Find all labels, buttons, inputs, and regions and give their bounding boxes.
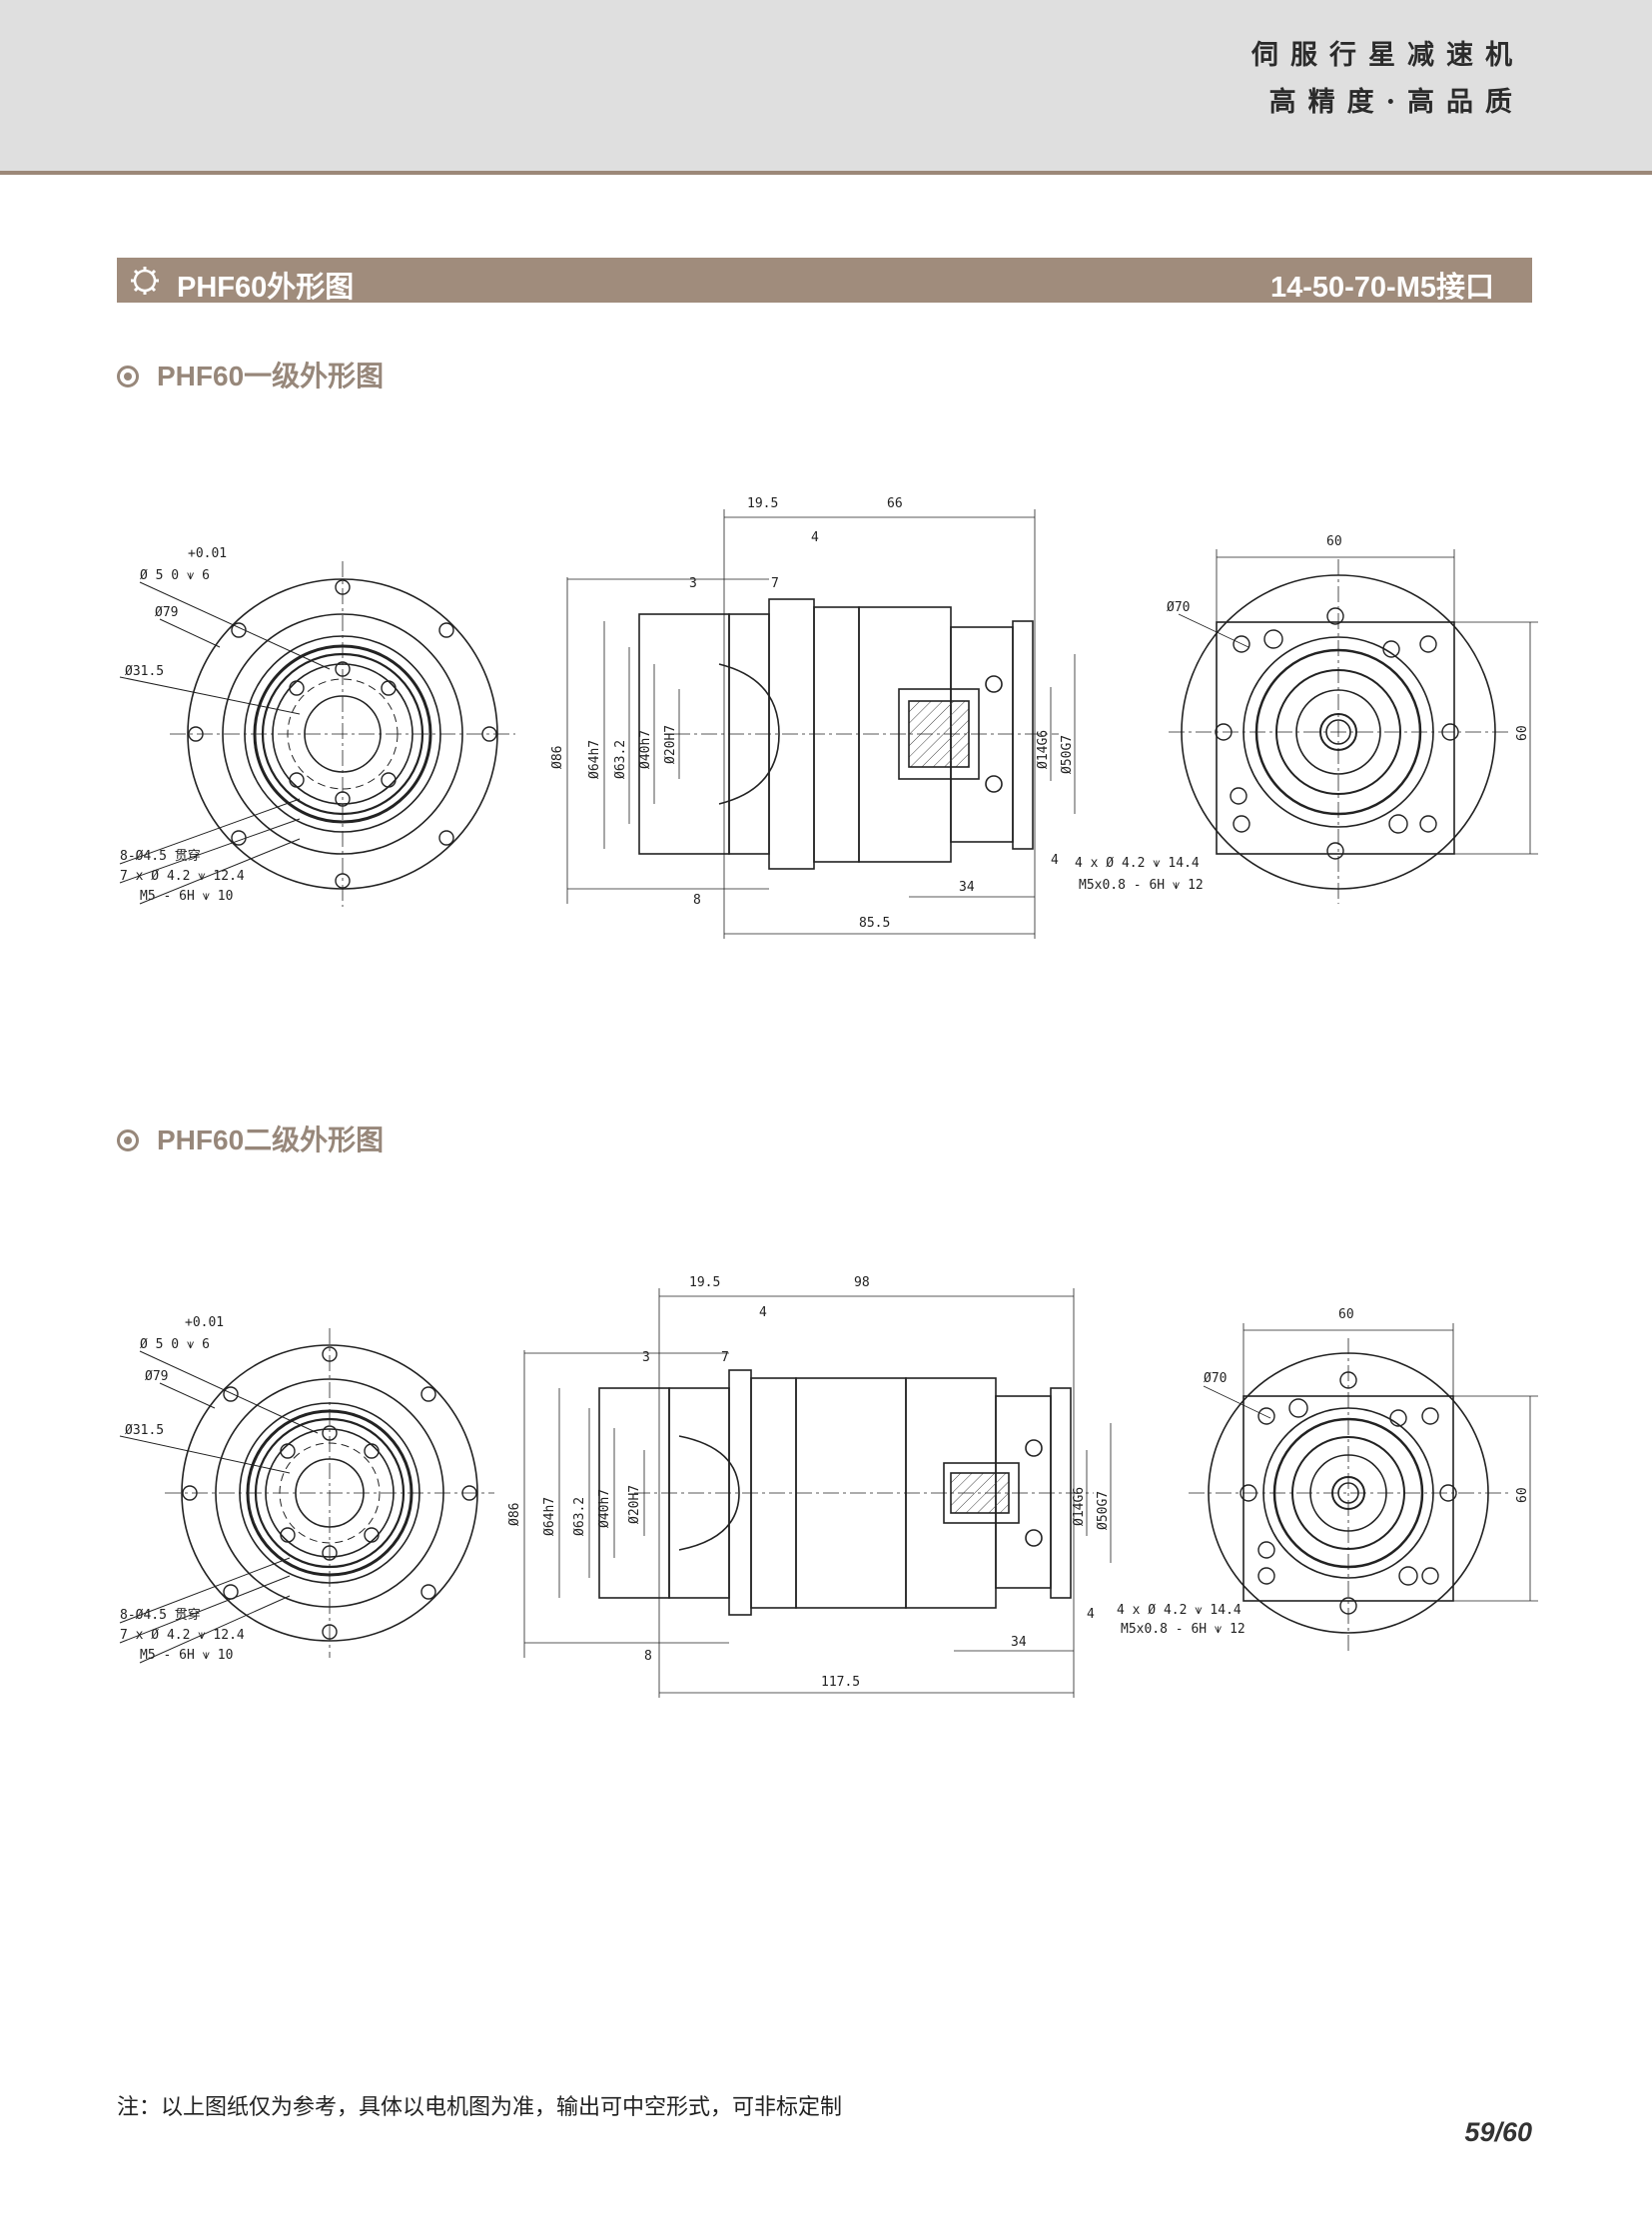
dim-50g7: Ø50G7 <box>1060 735 1075 774</box>
dim-63-2: Ø63.2 <box>572 1497 587 1536</box>
header-rule <box>0 171 1652 175</box>
dim-64h7: Ø64h7 <box>587 740 602 779</box>
bullet-icon <box>117 1129 139 1151</box>
section-heading-text: PHF60一级外形图 <box>157 361 385 391</box>
dim-64h7: Ø64h7 <box>542 1497 557 1536</box>
holes-label-2: 7 x Ø 4.2 ⩛ 12.4 <box>120 869 245 884</box>
mount-holes-label-1: 4 x Ø 4.2 ⩛ 14.4 <box>1117 1603 1241 1618</box>
dim-20h7: Ø20H7 <box>627 1485 642 1524</box>
front-view-input <box>119 1328 494 1664</box>
bullet-icon <box>117 366 139 387</box>
title-left: PHF60外形图 <box>177 272 355 304</box>
dim-50g7: Ø50G7 <box>1096 1491 1111 1530</box>
section-heading-2: PHF60二级外形图 <box>117 1119 384 1158</box>
front-view-output <box>1169 549 1538 904</box>
front-view-input-labels: +0.01 Ø 5 0 ⩛ 6 Ø79 Ø31.5 8-Ø4.5 贯穿 7 x … <box>120 546 245 904</box>
dim-60-height: 60 <box>1515 1487 1530 1503</box>
dim-4: 4 <box>759 1305 767 1320</box>
header-band <box>0 0 1652 172</box>
section-heading-text: PHF60二级外形图 <box>157 1124 385 1155</box>
dim-14g6: Ø14G6 <box>1072 1487 1087 1526</box>
pin-label: Ø 5 0 ⩛ 6 <box>140 568 210 583</box>
side-view-dimensions <box>523 1288 1112 1698</box>
dim-total: 117.5 <box>821 1675 860 1690</box>
dim-60-height: 60 <box>1515 725 1530 741</box>
drawing-stage-1: +0.01 Ø 5 0 ⩛ 6 Ø79 Ø31.5 8-Ø4.5 贯穿 7 x … <box>119 496 1538 939</box>
dia-79-label: Ø79 <box>155 605 178 620</box>
holes-label-2: 7 x Ø 4.2 ⩛ 12.4 <box>120 1628 245 1643</box>
dim-63-2: Ø63.2 <box>613 740 628 779</box>
dim-4: 4 <box>811 530 819 545</box>
dim-86: Ø86 <box>550 746 565 769</box>
title-right: 14-50-70-M5接口 <box>1269 272 1494 304</box>
section-heading-1: PHF60一级外形图 <box>117 355 384 394</box>
gear-icon <box>131 267 159 295</box>
holes-label-1: 8-Ø4.5 贯穿 <box>120 1607 201 1623</box>
dim-40h7: Ø40h7 <box>597 1489 612 1528</box>
side-view-dimensions <box>566 509 1076 939</box>
dim-total: 85.5 <box>859 916 890 931</box>
tolerance-label: +0.01 <box>188 546 227 561</box>
dia-79-label: Ø79 <box>145 1369 168 1384</box>
dim-8: 8 <box>644 1649 652 1664</box>
holes-label-3: M5 - 6H ⩛ 10 <box>140 889 233 904</box>
mount-holes-label-1: 4 x Ø 4.2 ⩛ 14.4 <box>1075 856 1200 871</box>
slogan-line-1: 伺服行星减速机 <box>1251 40 1524 71</box>
side-view <box>638 598 1059 870</box>
front-view-input-labels: +0.01 Ø 5 0 ⩛ 6 Ø79 Ø31.5 8-Ø4.5 贯穿 7 x … <box>120 1315 245 1663</box>
dim-7: 7 <box>771 576 779 591</box>
dim-14g6: Ø14G6 <box>1036 730 1051 769</box>
slogan-line-2: 高精度·高品质 <box>1268 87 1524 118</box>
dim-60-width: 60 <box>1326 534 1342 549</box>
dim-7: 7 <box>721 1350 729 1365</box>
mount-holes-label-2: M5x0.8 - 6H ⩛ 12 <box>1079 878 1204 893</box>
footer-note: 注：以上图纸仅为参考，具体以电机图为准，输出可中空形式，可非标定制 <box>117 2094 843 2119</box>
holes-label-3: M5 - 6H ⩛ 10 <box>140 1648 233 1663</box>
front-view-output <box>1189 1323 1538 1653</box>
dim-34: 34 <box>1011 1635 1027 1650</box>
pin-label: Ø 5 0 ⩛ 6 <box>140 1337 210 1352</box>
dim-34: 34 <box>959 880 975 895</box>
dim-b4: 4 <box>1087 1607 1095 1622</box>
dia-31-label: Ø31.5 <box>125 664 164 679</box>
mount-holes-label-2: M5x0.8 - 6H ⩛ 12 <box>1121 1622 1245 1637</box>
dim-40h7: Ø40h7 <box>638 730 653 769</box>
dim-19-5: 19.5 <box>747 496 778 511</box>
title-bar: PHF60外形图 14-50-70-M5接口 <box>117 258 1532 304</box>
dim-19-5: 19.5 <box>689 1275 720 1290</box>
dim-60-width: 60 <box>1338 1307 1354 1322</box>
holes-label-1: 8-Ø4.5 贯穿 <box>120 848 201 864</box>
front-view-output-labels: 60 60 Ø70 <box>1204 1307 1530 1503</box>
dia-31-label: Ø31.5 <box>125 1423 164 1438</box>
dim-86: Ø86 <box>507 1503 522 1526</box>
front-view-input <box>119 561 515 907</box>
front-view-output-labels: 60 60 Ø70 <box>1167 534 1530 741</box>
dim-3: 3 <box>689 576 697 591</box>
dim-20h7: Ø20H7 <box>663 725 678 764</box>
page-number: 59/60 <box>1464 2117 1532 2147</box>
dim-top-length: 66 <box>887 496 903 511</box>
side-view-labels: 19.5 66 4 3 7 Ø86 Ø64h7 Ø63.2 Ø40h7 Ø20H… <box>550 496 1204 931</box>
dim-top-length: 98 <box>854 1275 870 1290</box>
dim-70: Ø70 <box>1204 1371 1227 1386</box>
side-view-labels: 19.5 98 4 3 7 Ø86 Ø64h7 Ø63.2 Ø40h7 Ø20H… <box>507 1275 1245 1690</box>
drawing-stage-2: +0.01 Ø 5 0 ⩛ 6 Ø79 Ø31.5 8-Ø4.5 贯穿 7 x … <box>119 1275 1538 1698</box>
dim-b4: 4 <box>1051 853 1059 868</box>
dim-3: 3 <box>642 1350 650 1365</box>
tolerance-label: +0.01 <box>185 1315 224 1330</box>
side-view <box>598 1369 1094 1616</box>
dim-8: 8 <box>693 893 701 908</box>
dim-70: Ø70 <box>1167 600 1190 615</box>
